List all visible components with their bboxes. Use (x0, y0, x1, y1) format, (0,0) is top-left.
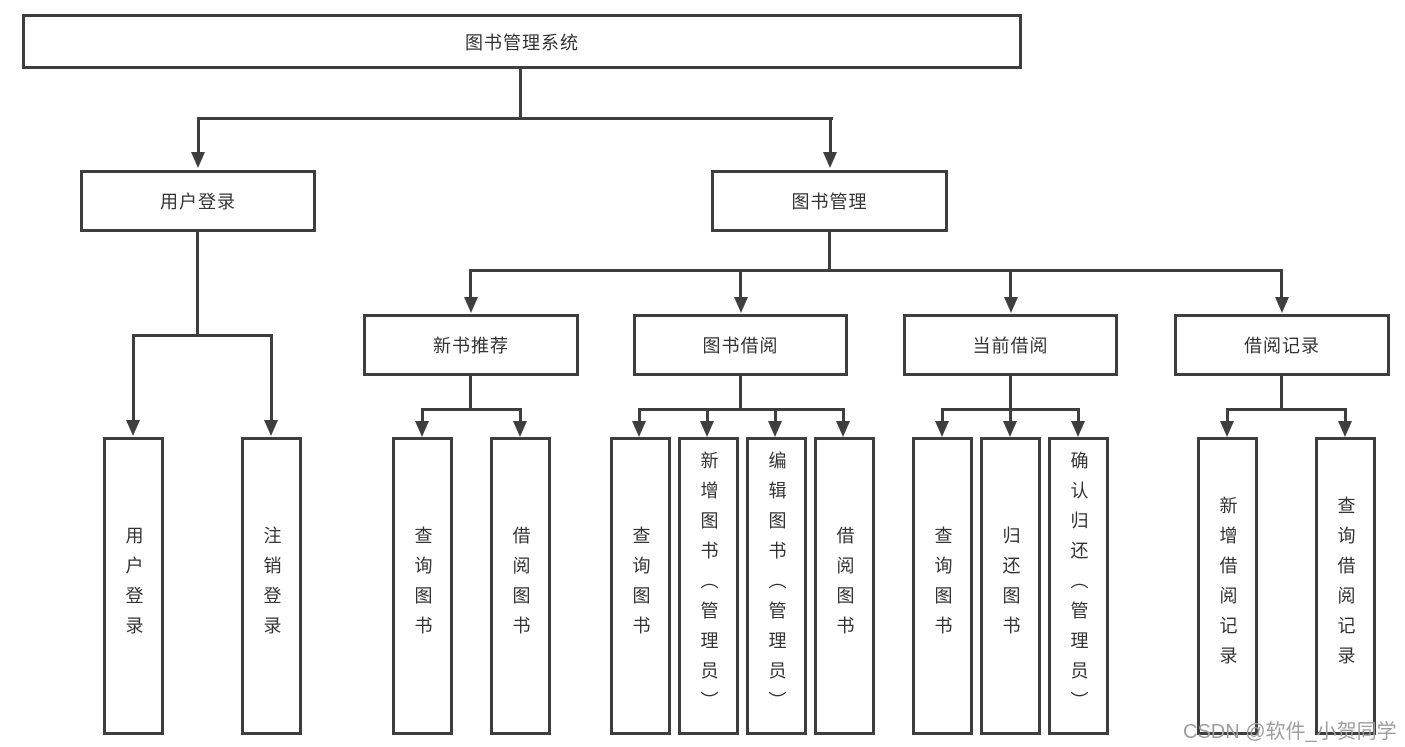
arrow-down-icon (700, 421, 714, 437)
connector-line (270, 334, 273, 420)
watermark: CSDN @软件_小贺同学 (1183, 721, 1397, 743)
leaf-current-return-books: 归还图书 (980, 437, 1041, 735)
connector-line (1280, 269, 1283, 299)
leaf-label: 用户登录 (123, 526, 144, 646)
connector-line (638, 408, 641, 422)
connector-line (519, 69, 522, 118)
connector-line (469, 269, 1283, 272)
connector-line (739, 375, 742, 410)
leaf-borrow-borrow-books: 借阅图书 (814, 437, 875, 735)
leaf-label: 查询图书 (932, 526, 953, 646)
arrow-down-icon (1220, 421, 1234, 437)
arrow-down-icon (1338, 421, 1352, 437)
connector-line (196, 231, 199, 336)
leaf-borrow-edit-books-admin: 编辑图书（管理员） (746, 437, 807, 735)
leaf-records-query-record: 查询借阅记录 (1315, 437, 1376, 735)
connector-line (1009, 375, 1012, 410)
leaf-label: 查询借阅记录 (1335, 496, 1356, 676)
node-user-login: 用户登录 (80, 170, 316, 232)
node-new-book-recommend: 新书推荐 (363, 314, 579, 376)
arrow-down-icon (836, 421, 850, 437)
arrow-down-icon (935, 421, 949, 437)
node-book-management: 图书管理 (711, 170, 948, 232)
connector-line (1344, 408, 1347, 422)
leaf-label: 新增借阅记录 (1217, 496, 1238, 676)
arrow-down-icon (464, 297, 478, 313)
connector-line (519, 408, 522, 422)
leaf-borrow-query-books: 查询图书 (610, 437, 671, 735)
connector-line (1009, 408, 1012, 422)
connector-line (829, 117, 832, 153)
leaf-logout: 注销登录 (241, 437, 302, 735)
connector-line (132, 334, 135, 420)
leaf-label: 新增图书（管理员） (698, 451, 719, 721)
leaf-label: 借阅图书 (834, 526, 855, 646)
leaf-borrow-add-books-admin: 新增图书（管理员） (678, 437, 739, 735)
leaf-label: 确认归还（管理员） (1068, 451, 1089, 721)
arrow-down-icon (1003, 421, 1017, 437)
leaf-label: 编辑图书（管理员） (766, 451, 787, 721)
connector-line (828, 231, 831, 272)
node-root: 图书管理系统 (22, 14, 1022, 69)
arrow-down-icon (191, 152, 205, 168)
leaf-label: 借阅图书 (510, 526, 531, 646)
connector-line (1077, 408, 1080, 422)
connector-line (197, 117, 200, 153)
connector-line (1280, 375, 1283, 410)
arrow-down-icon (1275, 297, 1289, 313)
leaf-records-add-record: 新增借阅记录 (1197, 437, 1258, 735)
connector-line (1226, 408, 1347, 411)
connector-line (469, 375, 472, 410)
leaf-label: 查询图书 (412, 526, 433, 646)
arrow-down-icon (632, 421, 646, 437)
connector-line (421, 408, 522, 411)
arrow-down-icon (1071, 421, 1085, 437)
connector-line (774, 408, 777, 422)
node-current-borrow: 当前借阅 (903, 314, 1118, 376)
connector-line (421, 408, 424, 422)
leaf-current-confirm-return-admin: 确认归还（管理员） (1048, 437, 1109, 735)
leaf-label: 归还图书 (1000, 526, 1021, 646)
connector-line (706, 408, 709, 422)
connector-line (941, 408, 944, 422)
arrow-down-icon (734, 297, 748, 313)
connector-line (132, 334, 273, 337)
connector-line (739, 269, 742, 299)
connector-line (469, 269, 472, 299)
arrow-down-icon (1004, 297, 1018, 313)
leaf-newbook-query-books: 查询图书 (392, 437, 453, 735)
arrow-down-icon (415, 421, 429, 437)
connector-line (1009, 269, 1012, 299)
arrow-down-icon (126, 420, 140, 436)
node-borrow-records: 借阅记录 (1174, 314, 1390, 376)
leaf-label: 注销登录 (261, 526, 282, 646)
leaf-user-login: 用户登录 (103, 437, 164, 735)
leaf-label: 查询图书 (630, 526, 651, 646)
leaf-current-query-books: 查询图书 (912, 437, 973, 735)
connector-line (1226, 408, 1229, 422)
arrow-down-icon (823, 152, 837, 168)
connector-line (197, 117, 833, 120)
arrow-down-icon (768, 421, 782, 437)
arrow-down-icon (264, 420, 278, 436)
connector-line (842, 408, 845, 422)
node-book-borrow: 图书借阅 (633, 314, 848, 376)
arrow-down-icon (513, 421, 527, 437)
leaf-newbook-borrow-books: 借阅图书 (490, 437, 551, 735)
connector-line (638, 408, 845, 411)
